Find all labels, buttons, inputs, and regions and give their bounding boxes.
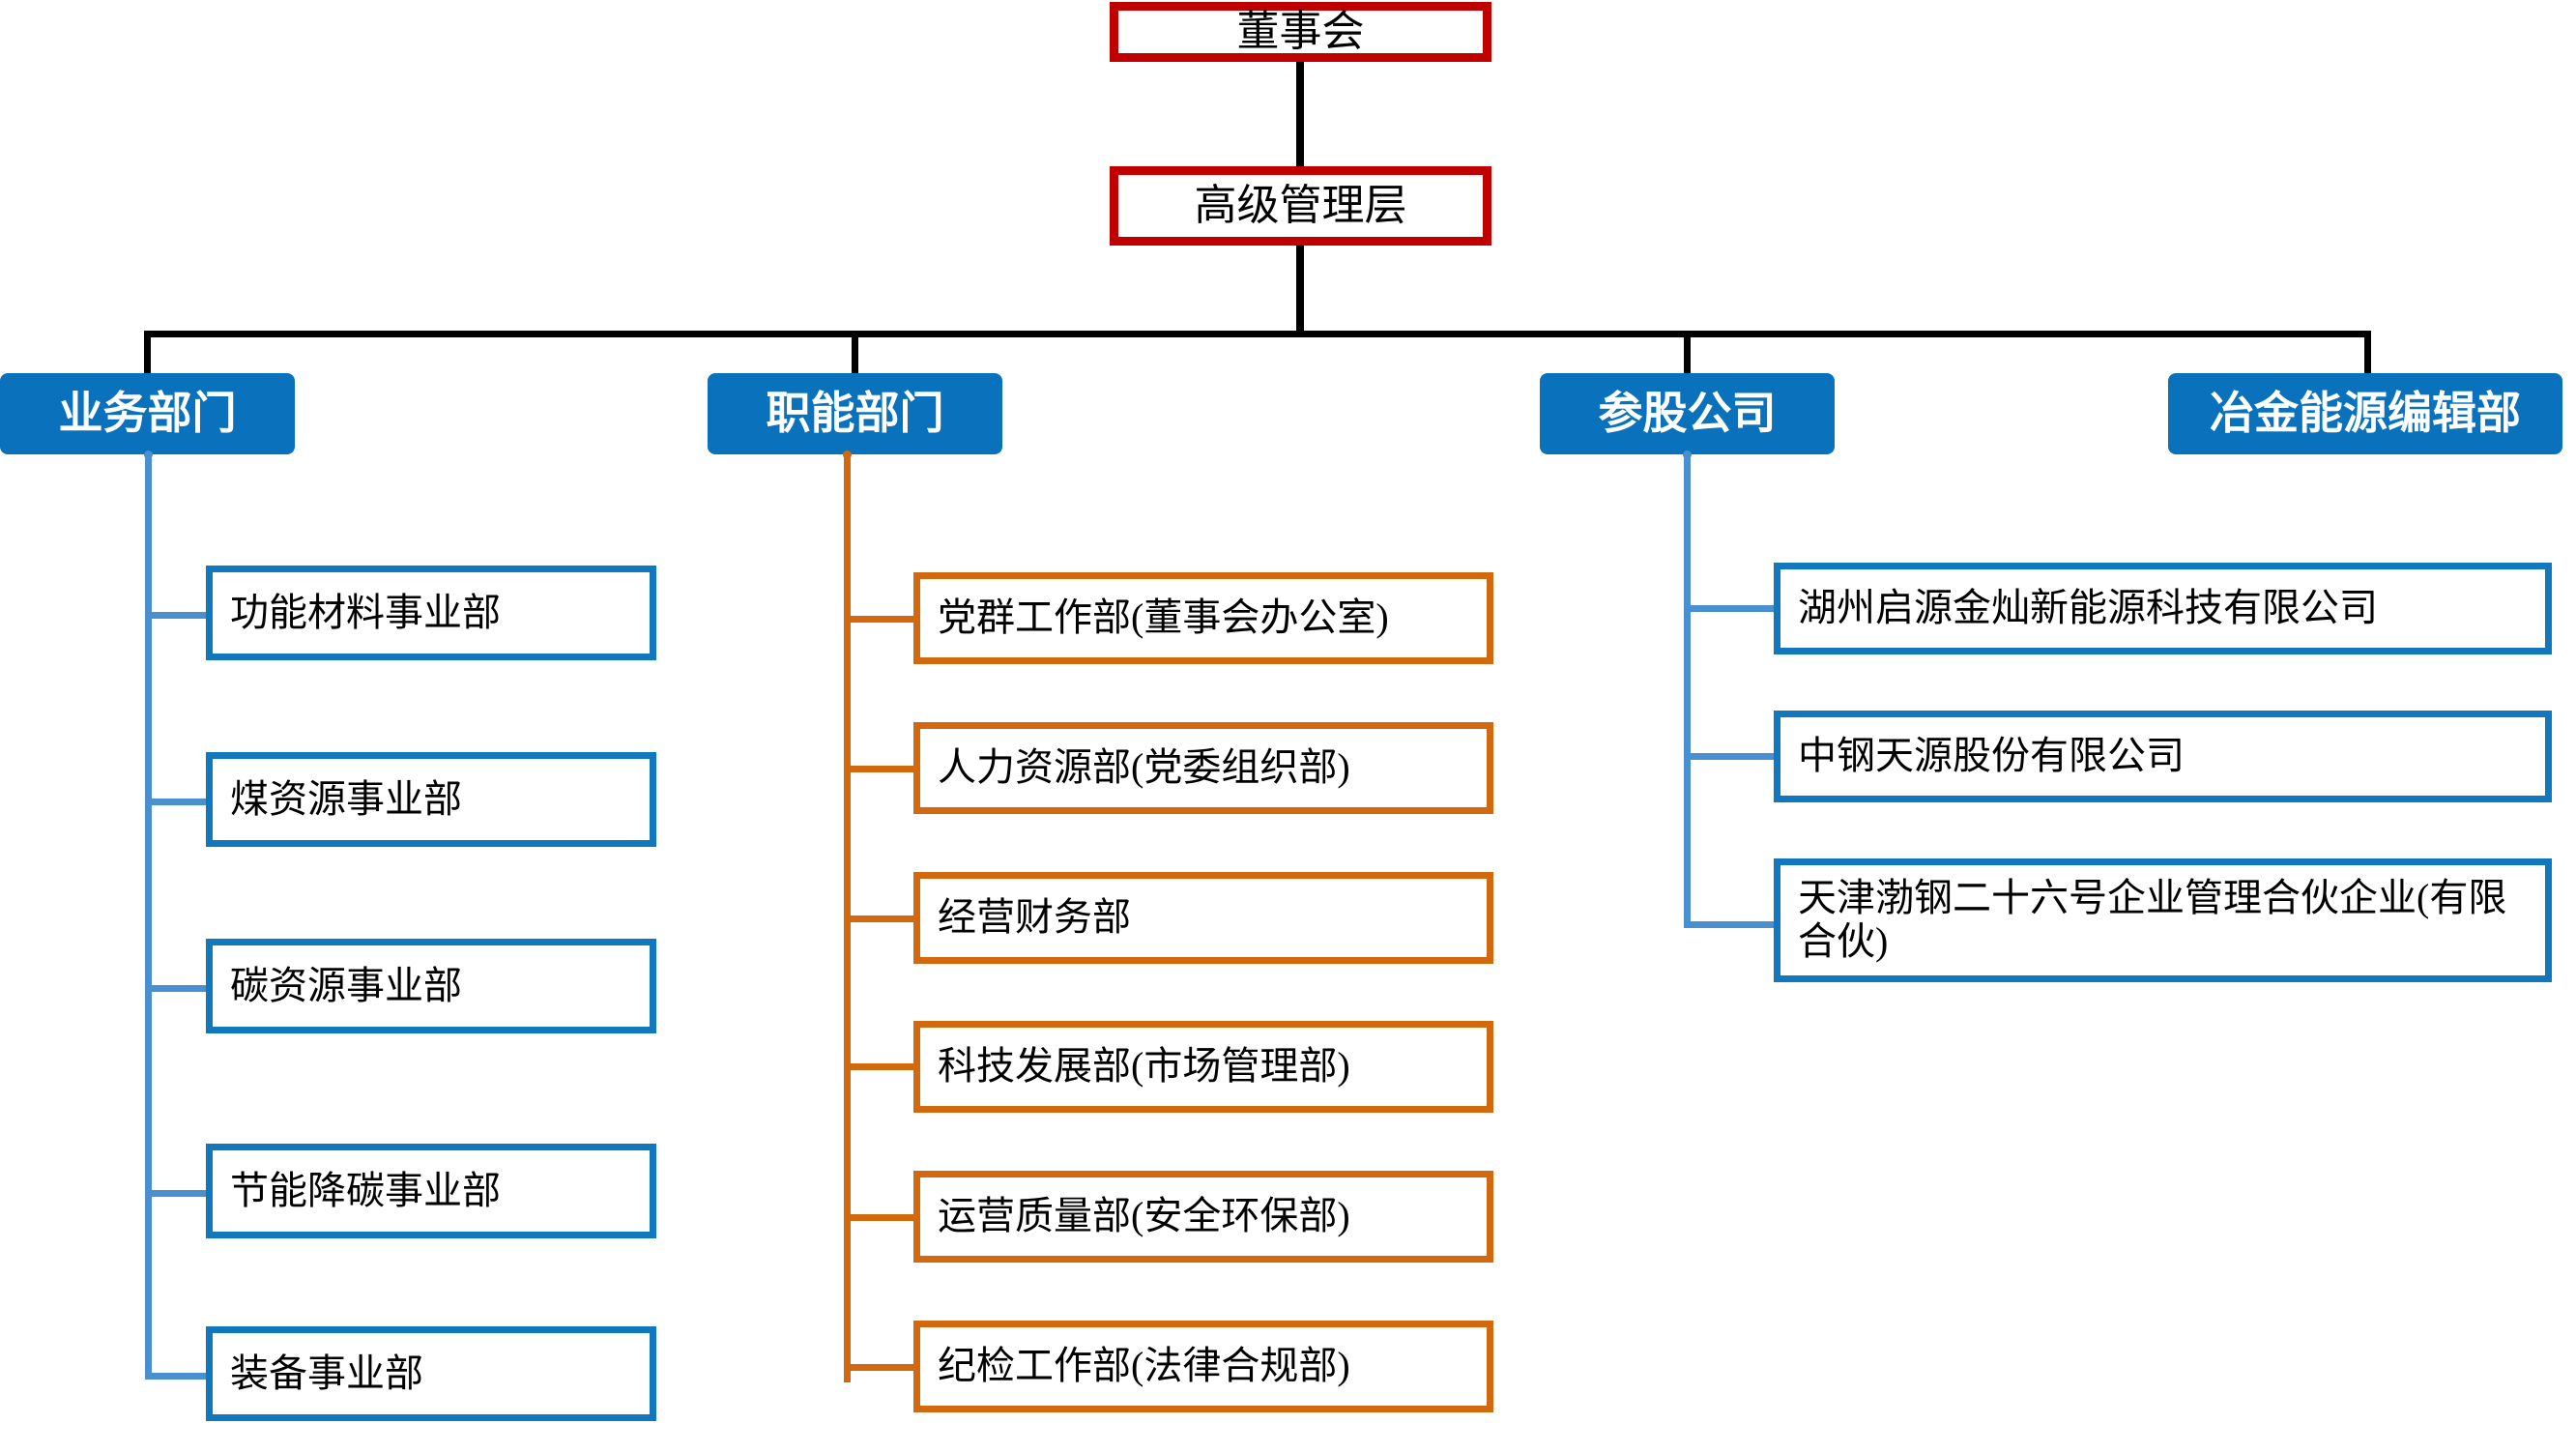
connector-dot-business-top <box>144 450 153 459</box>
node-functional-item-1[interactable]: 党群工作部(董事会办公室) <box>913 572 1493 664</box>
node-affiliate-item-3[interactable]: 天津渤钢二十六号企业管理合伙企业(有限合伙) <box>1774 858 2552 982</box>
connector-stub-business-5 <box>145 1373 211 1380</box>
node-header-affiliates[interactable]: 参股公司 <box>1540 373 1835 454</box>
node-business-item-5[interactable]: 装备事业部 <box>206 1326 656 1421</box>
connector-stub-affiliates-3 <box>1684 921 1779 928</box>
connector-stub-functional-4 <box>844 1063 919 1070</box>
connector-drop-business <box>144 331 151 375</box>
connector-stub-business-3 <box>145 985 211 992</box>
node-functional-item-2[interactable]: 人力资源部(党委组织部) <box>913 722 1493 814</box>
node-header-business[interactable]: 业务部门 <box>0 373 295 454</box>
connector-stub-affiliates-1 <box>1684 605 1779 612</box>
connector-dot-affiliates-top <box>1683 450 1692 459</box>
connector-drop-affiliates <box>1684 331 1691 375</box>
connector-stub-functional-1 <box>844 616 919 623</box>
connector-stub-affiliates-2 <box>1684 753 1779 760</box>
connector-stub-business-2 <box>145 799 211 805</box>
node-header-functional[interactable]: 职能部门 <box>708 373 1002 454</box>
node-functional-item-4[interactable]: 科技发展部(市场管理部) <box>913 1021 1493 1113</box>
connector-stub-functional-2 <box>844 766 919 772</box>
node-functional-item-6[interactable]: 纪检工作部(法律合规部) <box>913 1321 1493 1412</box>
node-business-item-4[interactable]: 节能降碳事业部 <box>206 1144 656 1238</box>
connector-stub-functional-6 <box>844 1364 919 1371</box>
connector-stub-business-4 <box>145 1190 211 1197</box>
connector-drop-functional <box>852 331 858 375</box>
node-affiliate-item-1[interactable]: 湖州启源金灿新能源科技有限公司 <box>1774 563 2552 654</box>
connector-spine-affiliates <box>1684 454 1691 928</box>
connector-horizontal-bus <box>144 331 2371 337</box>
node-functional-item-3[interactable]: 经营财务部 <box>913 872 1493 964</box>
connector-board-to-management <box>1296 62 1304 166</box>
connector-spine-business <box>145 454 152 1380</box>
node-functional-item-5[interactable]: 运营质量部(安全环保部) <box>913 1171 1493 1263</box>
connector-management-to-bus <box>1296 246 1304 331</box>
node-business-item-3[interactable]: 碳资源事业部 <box>206 939 656 1033</box>
node-business-item-2[interactable]: 煤资源事业部 <box>206 752 656 847</box>
connector-drop-editorial <box>2364 331 2371 375</box>
node-affiliate-item-2[interactable]: 中钢天源股份有限公司 <box>1774 711 2552 802</box>
connector-dot-functional-top <box>843 450 852 459</box>
connector-stub-functional-3 <box>844 915 919 922</box>
connector-stub-functional-5 <box>844 1214 919 1221</box>
node-business-item-1[interactable]: 功能材料事业部 <box>206 566 656 660</box>
connector-stub-business-1 <box>145 612 211 619</box>
node-header-editorial[interactable]: 冶金能源编辑部 <box>2168 373 2562 454</box>
node-board-of-directors[interactable]: 董事会 <box>1110 2 1491 62</box>
node-senior-management[interactable]: 高级管理层 <box>1110 166 1491 246</box>
